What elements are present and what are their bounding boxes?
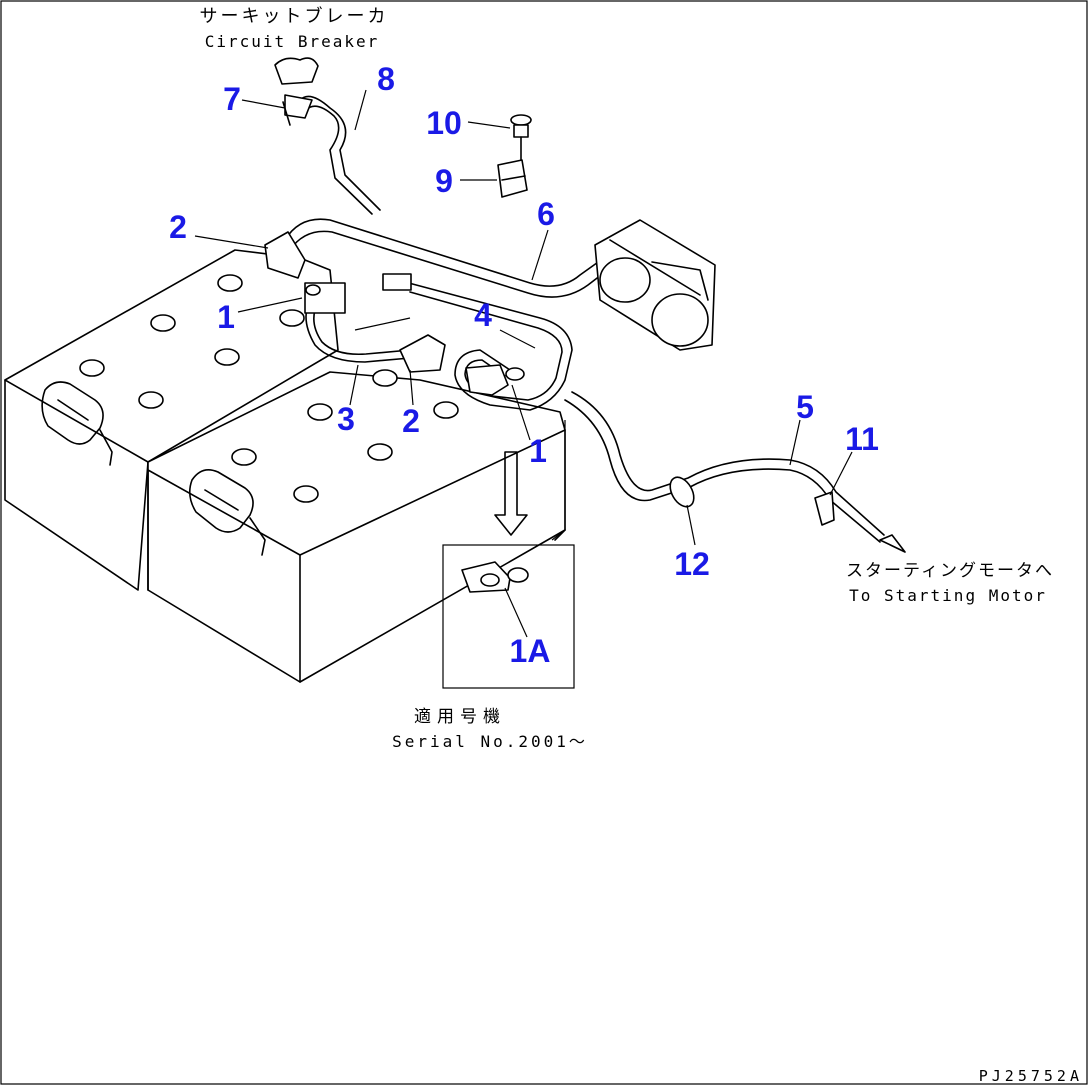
callout-8: 8 [377,61,395,97]
terminal-2-mid [399,334,446,373]
circuit-breaker-jp-label: サーキットブレーカ [200,5,389,27]
terminal-1-mid [465,364,525,396]
callout-1a: 1A [510,633,551,669]
callout-3: 3 [337,401,355,437]
terminal-1-top [304,282,346,314]
callout-7: 7 [223,81,241,117]
cable-6 [284,218,619,298]
callout-5: 5 [796,389,814,425]
callout-11: 11 [845,421,879,457]
callout-10: 10 [426,105,462,141]
battery-caps-left [79,274,305,409]
inset-leader [551,420,566,541]
starting-motor-en-label: To Starting Motor [849,586,1047,605]
callout-12: 12 [674,546,710,582]
inset-arrow [494,451,528,536]
serial-en-label: Serial No.2001～ [392,732,588,751]
callout-4: 4 [474,297,492,333]
callout-1-mid: 1 [529,433,547,469]
cable-4-connector [382,273,412,291]
text-labels: サーキットブレーカ Circuit Breaker スターティングモータへ To… [200,5,1083,1085]
callout-2a: 2 [169,209,187,245]
callout-6: 6 [537,196,555,232]
cable-8 [299,95,381,215]
serial-jp-label: 適用号機 [414,707,506,727]
cable-5 [564,391,906,553]
callout-2-mid: 2 [402,403,420,439]
grommet-12 [669,476,695,508]
terminal-2-top [264,231,306,279]
drawing-code: PJ25752A [979,1067,1083,1085]
circuit-breaker-en-label: Circuit Breaker [205,32,380,51]
callout-1-top: 1 [217,299,235,335]
callout-9: 9 [435,163,453,199]
clamp-11 [814,491,835,526]
starting-motor-jp-label: スターティングモータへ [846,561,1054,581]
starter-assembly [594,219,716,351]
circuit-breaker [274,57,319,126]
battery-caps-right [231,369,459,503]
callout-numbers: 2 2 1 3 2 1 4 6 7 8 9 10 5 11 12 1A [169,61,879,669]
leader-lines [194,89,853,638]
cable-4 [382,273,573,411]
cover-9 [497,159,528,198]
inset-1a [442,544,575,689]
bolt-10 [510,114,532,161]
